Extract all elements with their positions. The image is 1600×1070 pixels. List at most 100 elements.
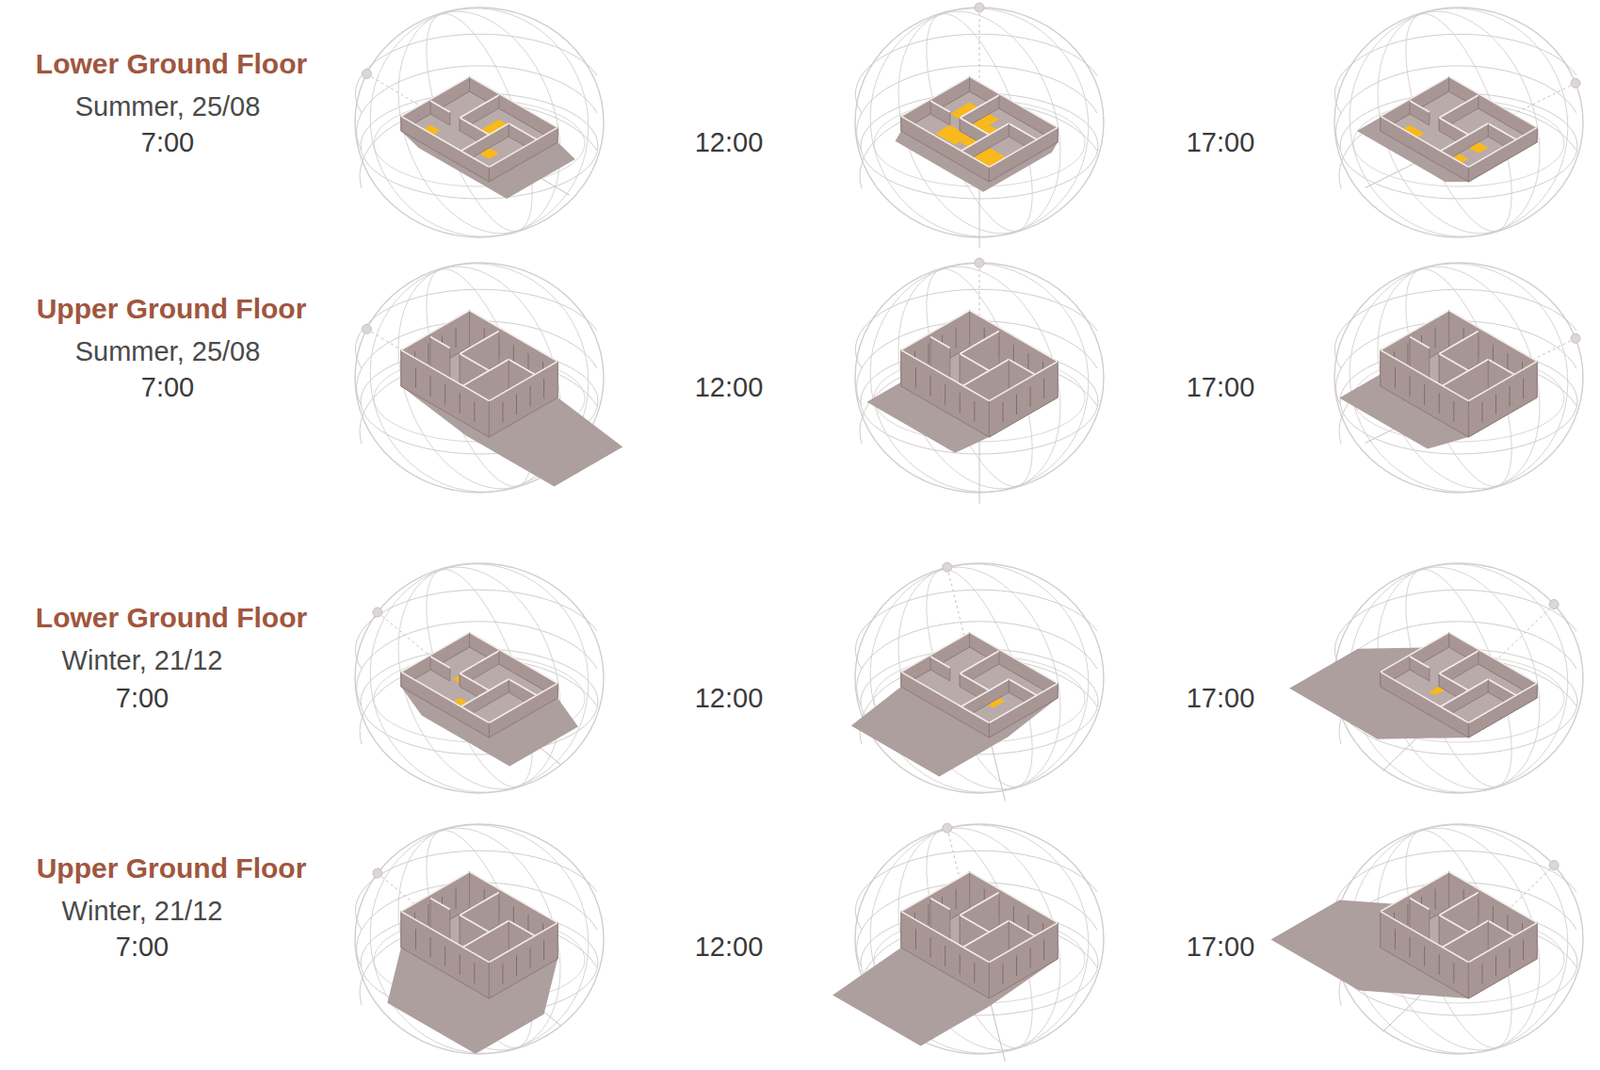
sun-position <box>974 258 985 268</box>
wall-top <box>1438 353 1469 371</box>
window-mark <box>930 937 932 958</box>
window-mark <box>930 375 932 397</box>
window-mark <box>459 953 461 975</box>
window-mark <box>959 392 961 414</box>
wall-top <box>459 330 500 354</box>
wall-top <box>969 76 1059 128</box>
window-mark <box>444 945 446 967</box>
wall-top <box>1008 920 1038 938</box>
wall-top <box>459 358 509 388</box>
window-mark <box>1016 954 1018 976</box>
window-mark <box>915 928 917 950</box>
wall-top <box>930 100 951 113</box>
horizon-ring <box>360 93 598 199</box>
wall <box>901 671 990 738</box>
floor-heading: Lower Ground Floor <box>35 601 308 633</box>
window-mark <box>427 342 429 364</box>
time-label: 17:00 <box>1186 372 1256 404</box>
time-label: 17:00 <box>1186 128 1256 159</box>
floor-heading: Upper Ground Floor <box>36 292 308 324</box>
wall-top <box>1409 656 1430 668</box>
wall-top <box>959 123 1009 152</box>
window-mark <box>1481 402 1483 423</box>
window-mark <box>455 888 457 910</box>
wall-top <box>1487 123 1518 141</box>
wall-top <box>1468 127 1537 167</box>
wall-top <box>959 673 989 691</box>
season-date: Summer, 25/08 <box>75 92 261 123</box>
meridian-line <box>1317 0 1600 268</box>
wall-top <box>930 897 951 909</box>
wall-top <box>1008 678 1038 696</box>
sun-position <box>1549 599 1559 610</box>
wall <box>1468 682 1537 738</box>
sun-path-arc <box>356 621 598 707</box>
wall <box>1380 911 1470 999</box>
wall-top <box>1449 76 1538 128</box>
window-mark <box>415 928 417 950</box>
wall-top <box>508 123 538 141</box>
wall-top <box>508 920 538 938</box>
wall <box>430 100 451 126</box>
sun-dome-outline <box>355 563 604 793</box>
wall-top <box>1438 920 1488 949</box>
wall-top <box>1409 897 1430 909</box>
window-mark <box>927 342 929 364</box>
window-mark <box>1406 342 1408 364</box>
window-mark <box>543 378 545 400</box>
wall-top <box>1468 682 1537 723</box>
sun-position <box>361 68 372 79</box>
cast-shadow <box>1339 346 1537 450</box>
sun-study-panel <box>338 0 621 268</box>
sun-study-panel <box>1317 232 1600 523</box>
wall-top <box>1438 891 1479 915</box>
window-mark <box>1522 378 1524 400</box>
wall-top <box>459 920 509 949</box>
time-label: 12:00 <box>694 932 764 963</box>
wall-top <box>1409 336 1430 348</box>
wall <box>988 682 1058 738</box>
sun-dome-outline <box>855 563 1104 793</box>
meridian-line <box>838 793 1121 1070</box>
wall <box>1468 127 1537 182</box>
window-mark <box>1438 392 1440 414</box>
window-mark <box>473 401 475 422</box>
wall-top <box>959 330 1000 354</box>
sun-study-panel <box>838 533 1121 824</box>
wall-top <box>1380 671 1470 723</box>
wall-top <box>1487 920 1518 938</box>
sun-study-panel <box>338 533 621 824</box>
floor-heading: Lower Ground Floor <box>35 48 308 80</box>
meridian-line <box>369 805 590 1070</box>
wall-top <box>469 76 559 128</box>
window-mark <box>973 962 975 984</box>
window-mark <box>1002 963 1003 985</box>
window-mark <box>927 904 929 925</box>
wall-top <box>930 336 951 348</box>
wall-top <box>459 891 500 915</box>
window-mark <box>1495 393 1497 415</box>
wall-top <box>508 678 538 696</box>
sun-path-arc <box>356 65 598 151</box>
meridian-line <box>1348 805 1569 1070</box>
wall-top <box>1438 914 1469 932</box>
sun-dome-outline <box>355 824 604 1054</box>
window-mark <box>1438 953 1440 975</box>
wall-top <box>459 95 500 118</box>
window-mark <box>430 375 432 397</box>
wall-top <box>930 656 951 668</box>
wall <box>401 115 490 182</box>
wall-top <box>1438 650 1479 674</box>
time-label: 7:00 <box>115 932 169 963</box>
window-mark <box>973 401 975 422</box>
wall <box>988 127 1058 182</box>
window-mark <box>427 904 429 925</box>
wall-top <box>1438 123 1488 152</box>
window-mark <box>1522 939 1524 961</box>
wall <box>488 922 558 999</box>
window-mark <box>1030 947 1032 969</box>
wall <box>1468 922 1537 999</box>
wall <box>401 350 490 437</box>
